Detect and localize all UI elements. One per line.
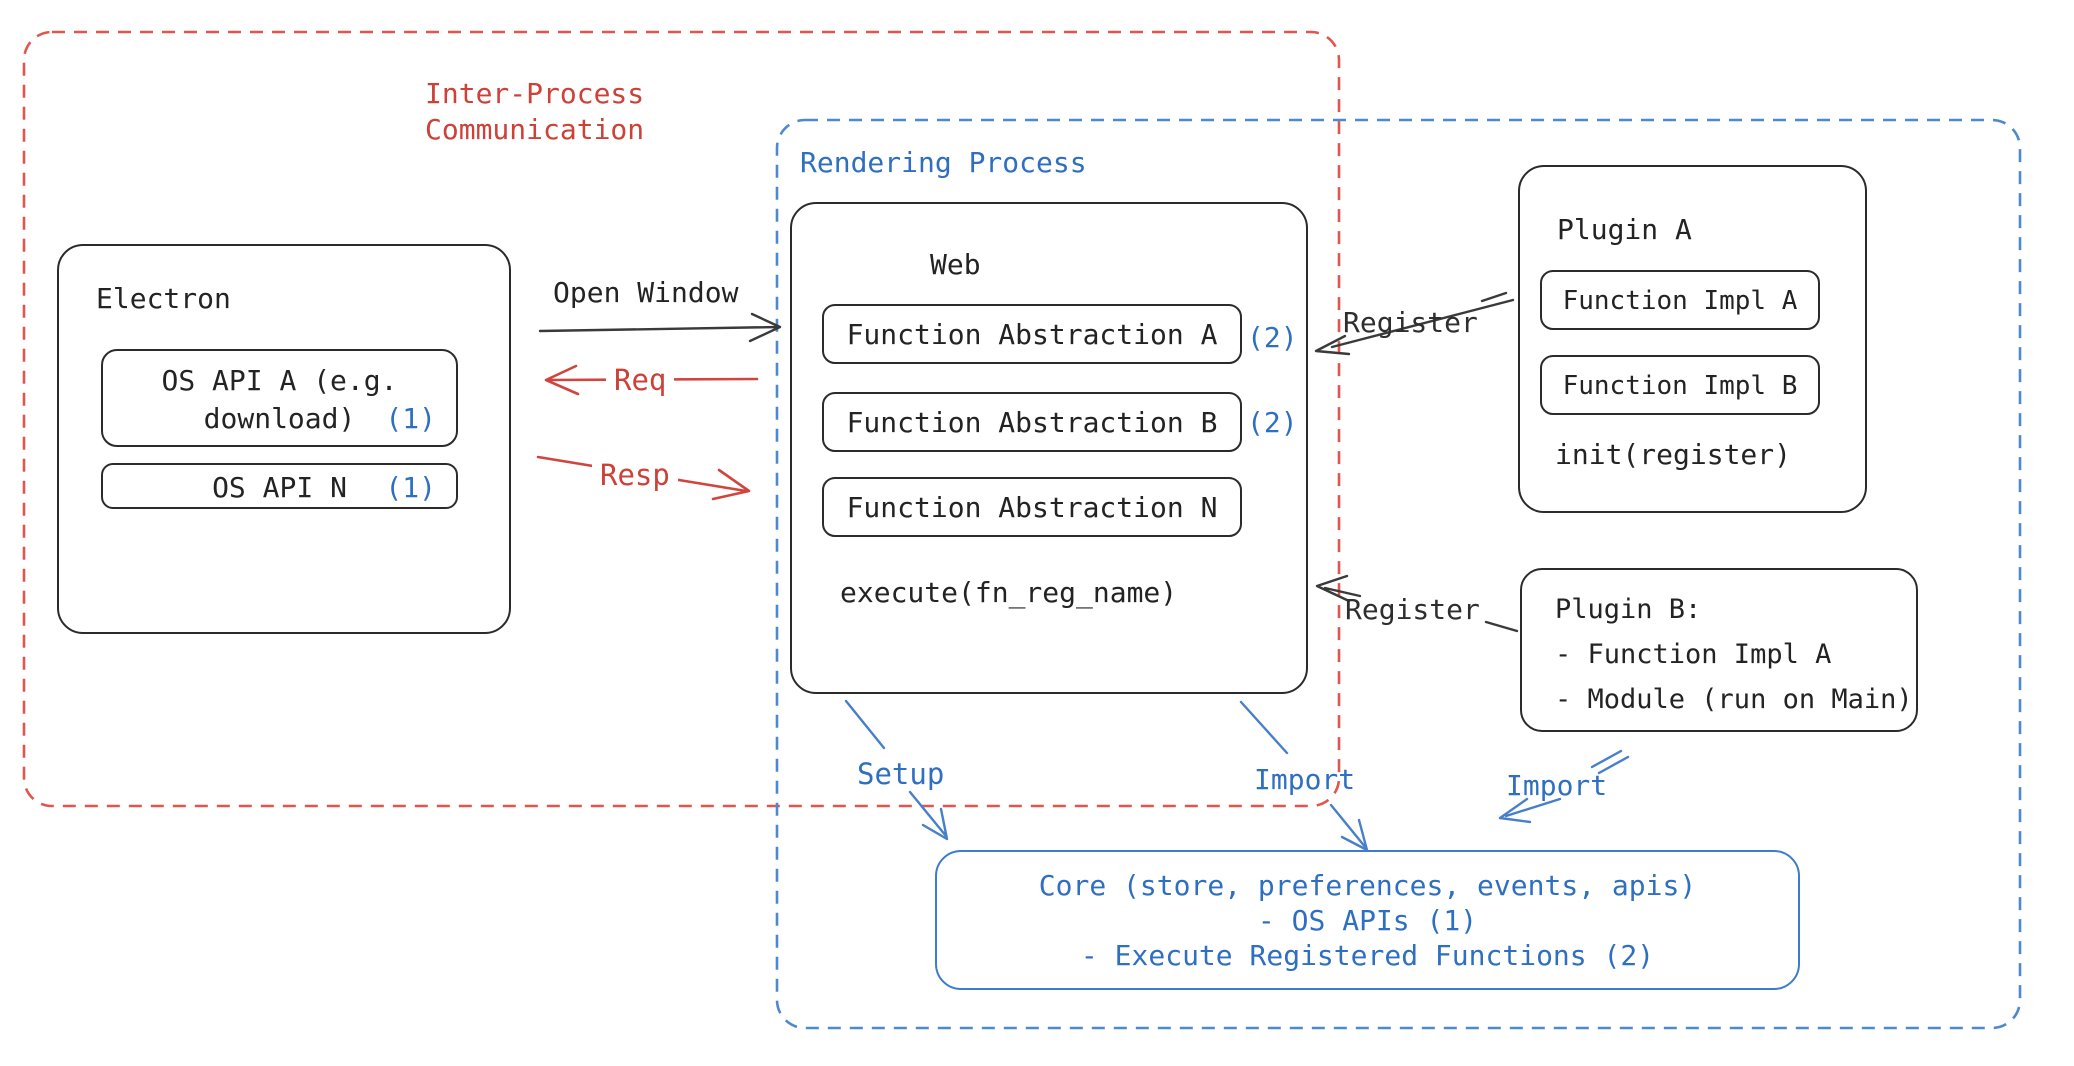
- os-api-a-badge: (1): [385, 402, 436, 435]
- function-abstraction-b-label: Function Abstraction B: [846, 406, 1218, 439]
- register-bottom-label: Register: [1345, 593, 1480, 626]
- web-title: Web: [930, 248, 981, 281]
- rendering-group-border: [775, 118, 2022, 1030]
- function-impl-b-label: Function Impl B: [1562, 371, 1798, 401]
- init-register-label: init(register): [1555, 438, 1792, 471]
- register-bottom-arrow: [1315, 574, 1519, 633]
- function-abstraction-b-box: Function Abstraction B: [822, 392, 1242, 452]
- web-box: Web Function Abstraction A Function Abst…: [790, 202, 1308, 694]
- plugin-a-title: Plugin A: [1557, 213, 1692, 246]
- plugin-b-line3: - Module (run on Main): [1555, 684, 1913, 715]
- plugin-b-line2: - Function Impl A: [1555, 639, 1832, 670]
- setup-label: Setup: [857, 757, 945, 791]
- function-abstraction-n-box: Function Abstraction N: [822, 477, 1242, 537]
- ipc-group-label-line2: Communication: [425, 113, 645, 146]
- electron-title: Electron: [96, 282, 231, 315]
- fa-a-badge: (2): [1247, 321, 1298, 354]
- setup-arrow: [844, 699, 949, 841]
- req-label: Req: [606, 363, 675, 397]
- rendering-group-label: Rendering Process: [800, 146, 1087, 179]
- core-line1: Core (store, preferences, events, apis): [1038, 869, 1697, 902]
- plugin-b-line1: Plugin B:: [1555, 594, 1702, 625]
- import-plugin-label: Import: [1506, 769, 1608, 802]
- execute-label: execute(fn_reg_name): [840, 576, 1178, 609]
- plugin-b-box: Plugin B: - Function Impl A - Module (ru…: [1520, 568, 1918, 732]
- os-api-n-badge: (1): [385, 471, 436, 504]
- ipc-group-label-line1: Inter-Process: [425, 77, 645, 110]
- fa-b-badge: (2): [1247, 406, 1298, 439]
- import-web-label: Import: [1254, 763, 1356, 796]
- ipc-group-border: [22, 30, 1341, 808]
- register-top-label: Register: [1343, 306, 1478, 339]
- plugin-a-box: Plugin A Function Impl A Function Impl B…: [1518, 165, 1867, 513]
- open-window-arrow: [538, 312, 782, 343]
- core-line2: - OS APIs (1): [1257, 904, 1478, 937]
- os-api-a-box: OS API A (e.g. download) (1): [101, 349, 458, 447]
- open-window-label: Open Window: [553, 276, 739, 309]
- function-impl-a-box: Function Impl A: [1540, 270, 1820, 330]
- os-api-a-line1: OS API A (e.g.: [161, 364, 398, 397]
- import-plugin-arrow: [1498, 749, 1630, 824]
- register-top-arrow: [1314, 291, 1515, 356]
- function-impl-b-box: Function Impl B: [1540, 355, 1820, 415]
- electron-box: Electron OS API A (e.g. download) (1) OS…: [57, 244, 511, 634]
- os-api-n-label: OS API N: [212, 471, 347, 504]
- core-line3: - Execute Registered Functions (2): [1080, 939, 1655, 972]
- os-api-n-box: OS API N (1): [101, 463, 458, 509]
- core-box: Core (store, preferences, events, apis) …: [935, 850, 1800, 990]
- function-abstraction-n-label: Function Abstraction N: [846, 491, 1218, 524]
- function-impl-a-label: Function Impl A: [1562, 286, 1798, 316]
- function-abstraction-a-label: Function Abstraction A: [846, 318, 1218, 351]
- resp-label: Resp: [592, 458, 678, 492]
- os-api-a-line2: download): [203, 402, 356, 435]
- function-abstraction-a-box: Function Abstraction A: [822, 304, 1242, 364]
- import-web-arrow: [1239, 700, 1369, 852]
